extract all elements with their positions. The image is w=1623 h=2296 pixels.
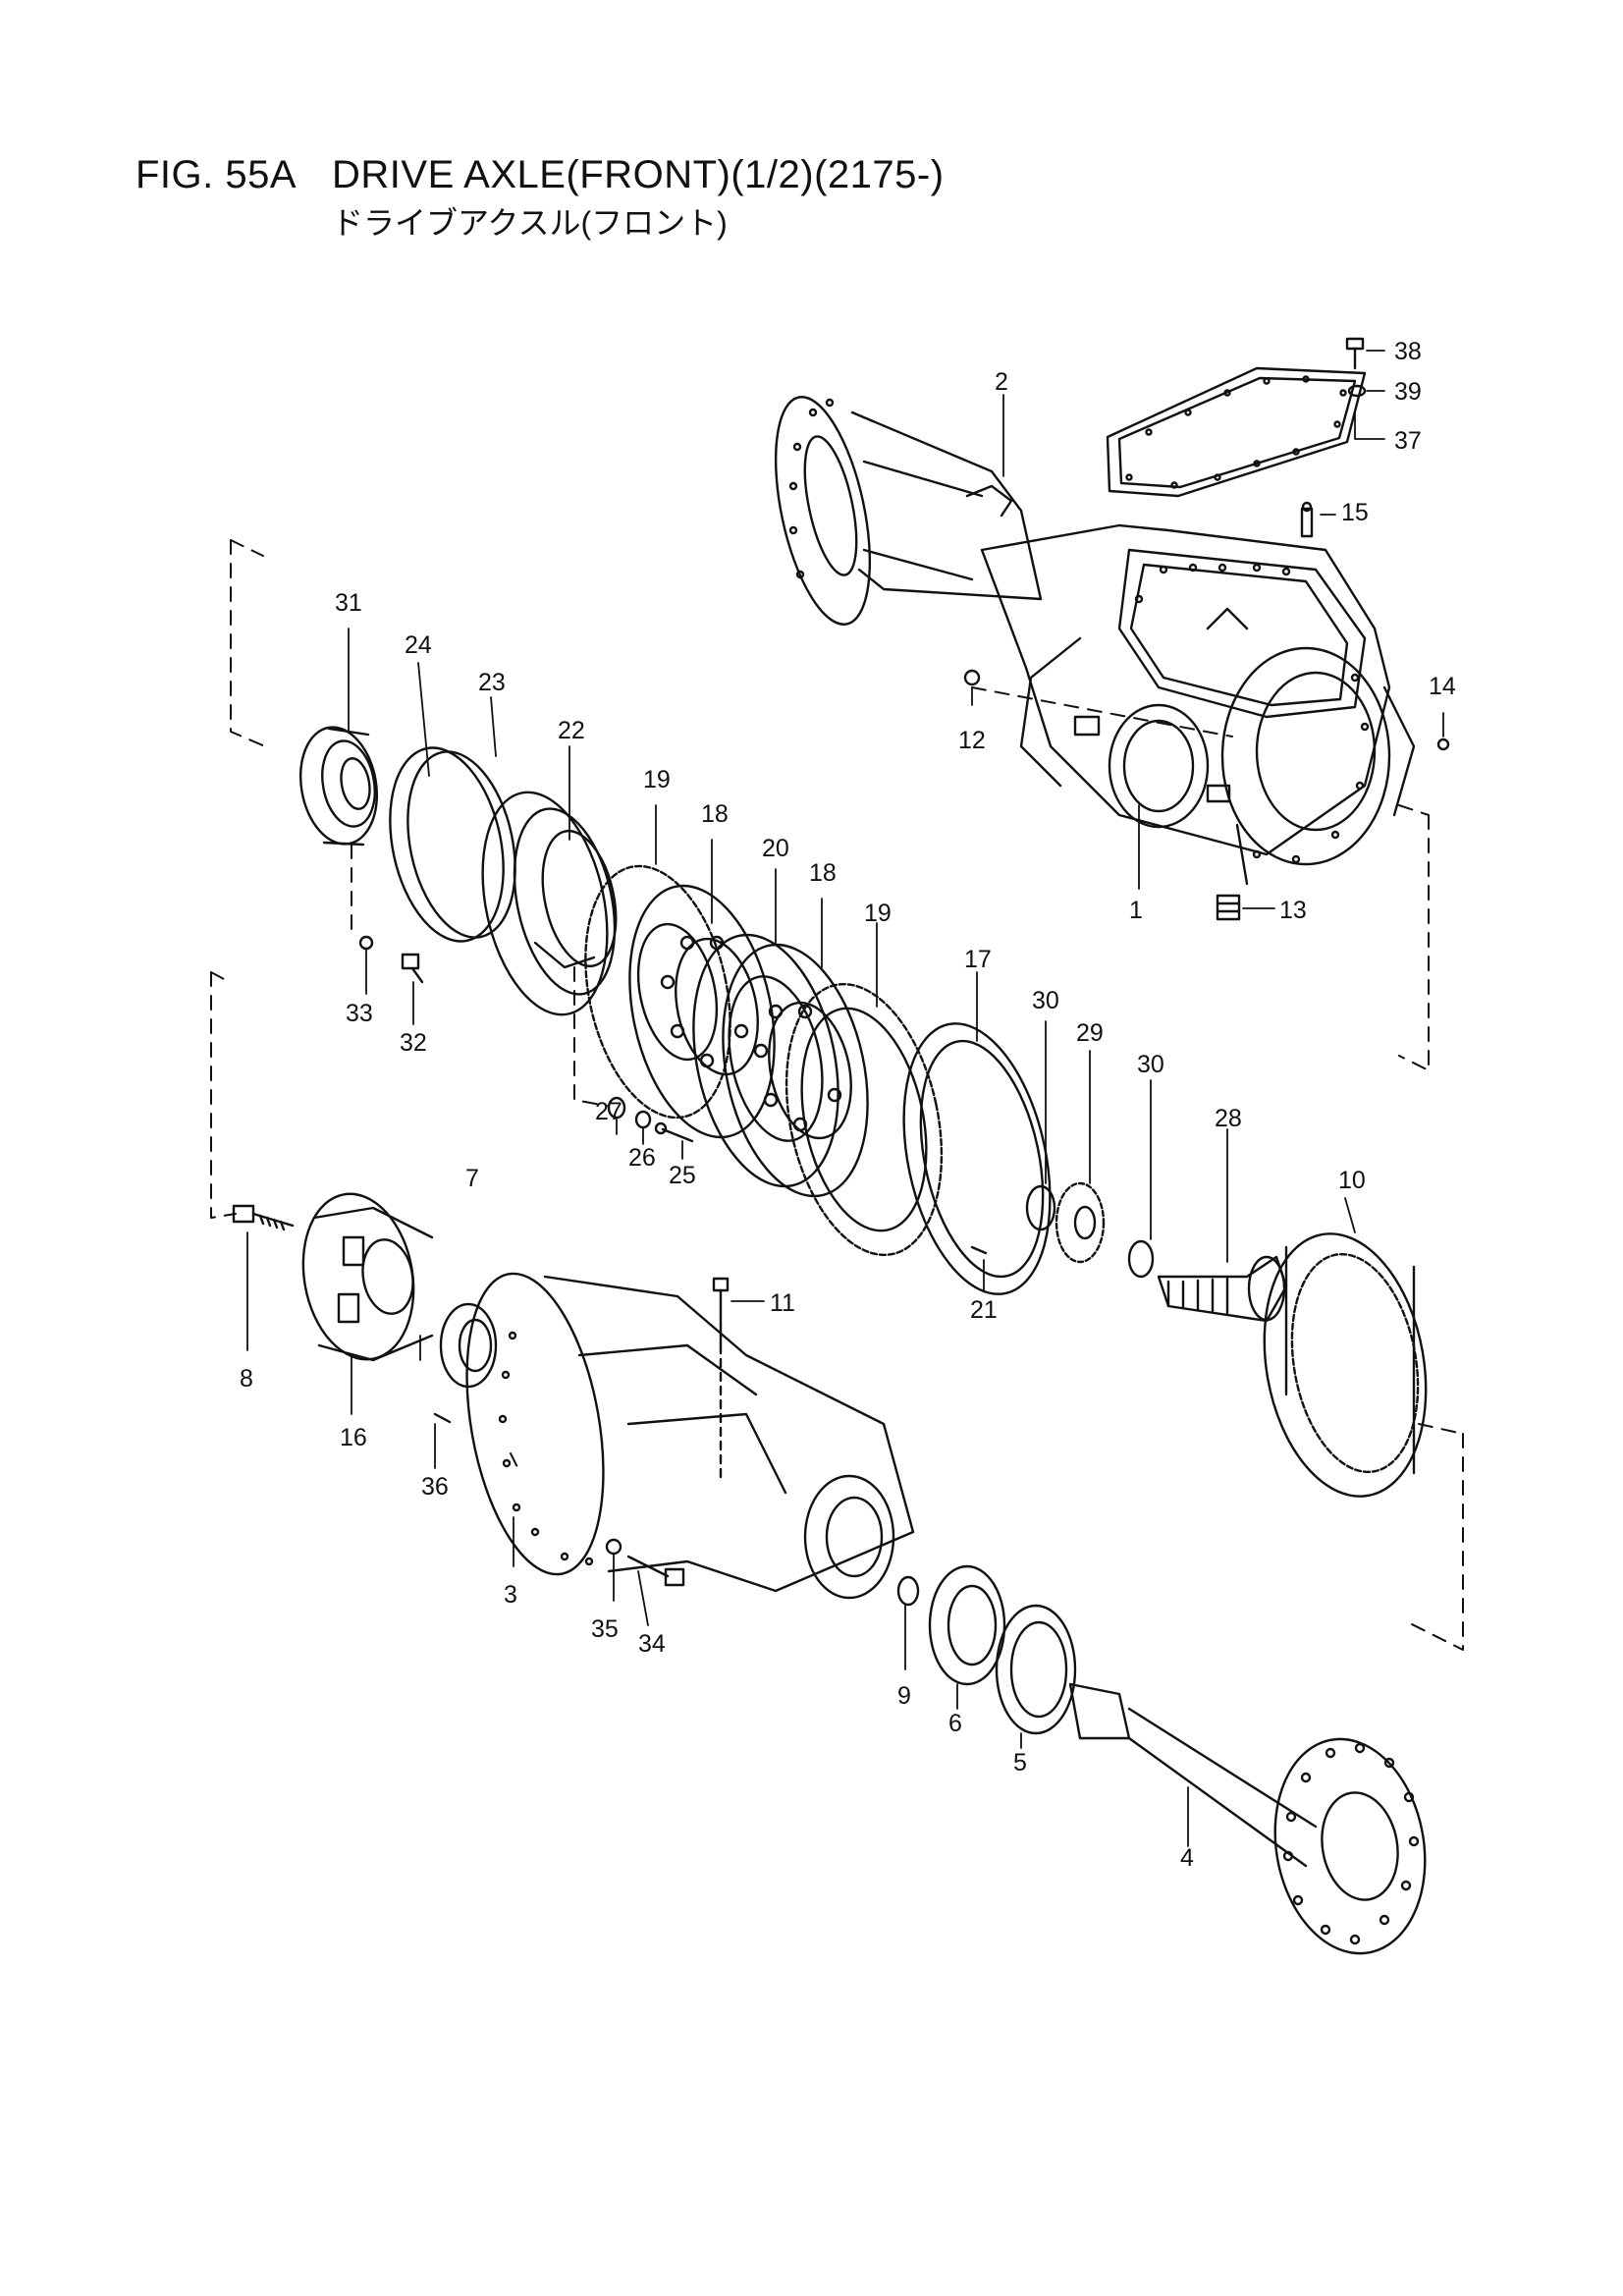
part-38-bolt	[1345, 337, 1365, 370]
part-2-axle-tube	[774, 396, 1043, 626]
callout-36: 36	[421, 1473, 449, 1501]
leader-lines	[246, 350, 1444, 1847]
callout-14: 14	[1429, 673, 1456, 700]
part-30-snap-ring-a	[1025, 1184, 1056, 1231]
callout-31: 31	[335, 589, 362, 617]
callout-39: 39	[1394, 378, 1422, 406]
part-37-gasket	[1106, 366, 1367, 498]
part-4-axle-shaft	[1068, 1682, 1427, 1955]
part-30-snap-ring-b	[1127, 1239, 1155, 1279]
assembly-lines	[210, 539, 1464, 1651]
part-6-bearing	[928, 1564, 1006, 1686]
callout-20: 20	[762, 835, 789, 862]
part-31-hub	[298, 726, 379, 847]
part-15-plug	[1300, 501, 1314, 538]
callout-28: 28	[1215, 1105, 1242, 1132]
callout-7: 7	[465, 1165, 479, 1192]
callout-26: 26	[628, 1144, 656, 1172]
callout-13: 13	[1279, 897, 1307, 924]
part-8-bolt	[232, 1204, 295, 1231]
callout-10: 10	[1338, 1167, 1366, 1194]
part-39-washer	[1347, 384, 1367, 398]
callout-19: 19	[864, 900, 892, 927]
callout-3: 3	[504, 1581, 517, 1609]
part-12-plug	[963, 669, 981, 686]
figure-title: DRIVE AXLE(FRONT)(1/2)(2175-)	[332, 153, 945, 196]
callout-18: 18	[701, 800, 729, 828]
callout-6: 6	[948, 1710, 962, 1737]
part-7-bearing	[439, 1302, 498, 1389]
callout-1: 2	[995, 368, 1008, 396]
callout-15: 15	[1341, 499, 1369, 526]
part-17-ring	[902, 1022, 1052, 1295]
part-34-bolt	[626, 1555, 685, 1587]
figure-number: FIG. 55A	[135, 153, 298, 196]
callout-5: 5	[1013, 1749, 1027, 1777]
figure-subtitle: ドライブアクスル(フロント)	[332, 205, 728, 241]
callout-labels: 2 1 3 4 5 6 7 8 9 10 11 12 13 14 15 16 1…	[240, 338, 1456, 1872]
part-11-bolt	[712, 1277, 730, 1485]
callout-30: 30	[1137, 1051, 1164, 1078]
callout-34: 34	[638, 1630, 666, 1658]
callout-11: 11	[770, 1289, 795, 1317]
part-21-pin	[970, 1245, 988, 1255]
callout-12: 12	[958, 727, 986, 754]
part-1-center-housing	[980, 523, 1416, 886]
callout-33: 33	[346, 1000, 373, 1027]
callout-21: 21	[970, 1296, 998, 1324]
part-25-bolt	[654, 1121, 694, 1143]
part-23-ring	[406, 750, 516, 939]
callout-17: 17	[964, 946, 992, 973]
callout-4: 4	[1180, 1844, 1194, 1872]
callout-8: 8	[240, 1365, 253, 1393]
callout-29: 29	[1076, 1019, 1104, 1047]
part-5-seal	[995, 1604, 1077, 1735]
part-33-washer	[358, 935, 374, 951]
part-29-gear	[1055, 1181, 1106, 1264]
part-19-friction-disc-a	[584, 864, 731, 1120]
part-3-axle-tube	[465, 1272, 915, 1600]
callout-18: 18	[809, 859, 837, 887]
part-36-pin	[433, 1412, 452, 1424]
callout-16: 16	[340, 1424, 367, 1451]
callout-19: 19	[643, 766, 671, 793]
part-19-friction-disc-b	[784, 982, 944, 1257]
callout-23: 23	[478, 669, 506, 696]
callout-24: 24	[405, 631, 432, 659]
callout-25: 25	[669, 1162, 696, 1189]
callout-38: 38	[1394, 338, 1422, 365]
callout-1: 1	[1129, 897, 1143, 924]
part-18-separator-plate-b	[722, 943, 869, 1198]
callout-35: 35	[591, 1615, 619, 1643]
part-32-bolt	[401, 953, 424, 984]
callout-9: 9	[897, 1682, 911, 1710]
part-24-ring	[389, 746, 505, 943]
part-14-plug	[1436, 738, 1450, 751]
part-35-washer	[605, 1538, 622, 1556]
callout-27: 27	[595, 1098, 622, 1125]
part-9-washer	[896, 1575, 920, 1607]
part-10-ring-gear	[1263, 1232, 1428, 1498]
part-18-separator-plate-a	[628, 884, 776, 1139]
callout-22: 22	[558, 717, 585, 744]
part-22-piston	[481, 791, 618, 1016]
part-13-plug	[1216, 894, 1241, 921]
callout-32: 32	[400, 1029, 427, 1057]
part-26-plug	[634, 1110, 652, 1129]
callout-30: 30	[1032, 987, 1059, 1014]
callout-37: 37	[1394, 427, 1422, 455]
part-16-carrier	[301, 1192, 434, 1362]
